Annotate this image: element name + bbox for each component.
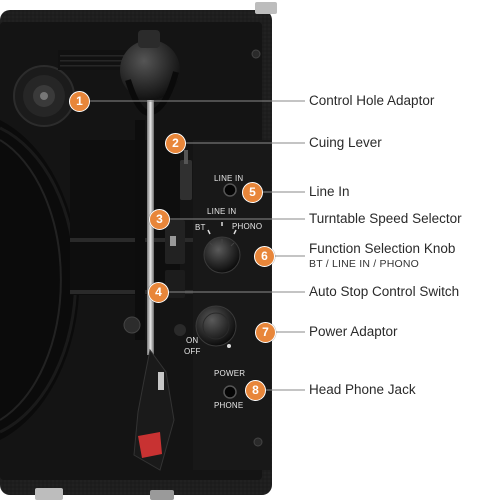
callout-text: Control Hole Adaptor	[309, 93, 435, 108]
panel-label-off: OFF	[184, 347, 201, 356]
panel-label-power: POWER	[214, 369, 246, 378]
panel-label-on: ON	[186, 336, 199, 345]
callout-label-speed-selector: Turntable Speed Selector	[309, 211, 462, 227]
callout-badge-1: 1	[69, 91, 90, 112]
cuing-lever	[180, 160, 192, 200]
case-latch-top	[255, 2, 277, 14]
callout-label-line-in: Line In	[309, 184, 350, 200]
callout-badge-7: 7	[255, 322, 276, 343]
callout-subtext: BT / LINE IN / PHONO	[309, 257, 419, 270]
panel-label-phono: PHONO	[232, 222, 263, 231]
panel-label-line-in: LINE IN	[214, 174, 244, 183]
callout-badge-3: 3	[149, 209, 170, 230]
callout-text: Line In	[309, 184, 350, 199]
callout-badge-5: 5	[242, 182, 263, 203]
callout-label-function-knob: Function Selection Knob BT / LINE IN / P…	[309, 241, 455, 270]
callout-label-auto-stop: Auto Stop Control Switch	[309, 284, 459, 300]
case-hinge-bottom	[150, 490, 174, 500]
callout-text: Auto Stop Control Switch	[309, 284, 460, 299]
line-in-jack	[223, 183, 237, 197]
tonearm-tube	[147, 100, 154, 355]
power-knob	[195, 305, 237, 347]
callout-text: Head Phone Jack	[309, 382, 416, 397]
cartridge-red	[138, 432, 162, 458]
callout-badge-8: 8	[245, 380, 266, 401]
auto-stop-switch	[165, 270, 185, 298]
case-latch-bottom	[35, 488, 63, 500]
callout-label-power-adaptor: Power Adaptor	[309, 324, 398, 340]
callout-text: Function Selection Knob	[309, 241, 456, 256]
panel-label-phone: PHONE	[214, 401, 244, 410]
headphone-jack	[223, 385, 237, 399]
callout-text: Cuing Lever	[309, 135, 382, 150]
callout-badge-4: 4	[148, 282, 169, 303]
panel-label-line-in-knob: LINE IN	[207, 207, 237, 216]
tonearm-counterweight	[120, 40, 180, 100]
ribbed-strip	[58, 50, 128, 70]
callout-text: Power Adaptor	[309, 324, 398, 339]
arm-rest-post	[135, 120, 145, 340]
callout-text: Turntable Speed Selector	[309, 211, 462, 226]
callout-label-control-hole-adaptor: Control Hole Adaptor	[309, 93, 434, 109]
callout-badge-2: 2	[165, 133, 186, 154]
panel-label-bt: BT	[195, 223, 206, 232]
callout-badge-6: 6	[254, 246, 275, 267]
callout-label-headphone-jack: Head Phone Jack	[309, 382, 416, 398]
callout-label-cuing-lever: Cuing Lever	[309, 135, 382, 151]
